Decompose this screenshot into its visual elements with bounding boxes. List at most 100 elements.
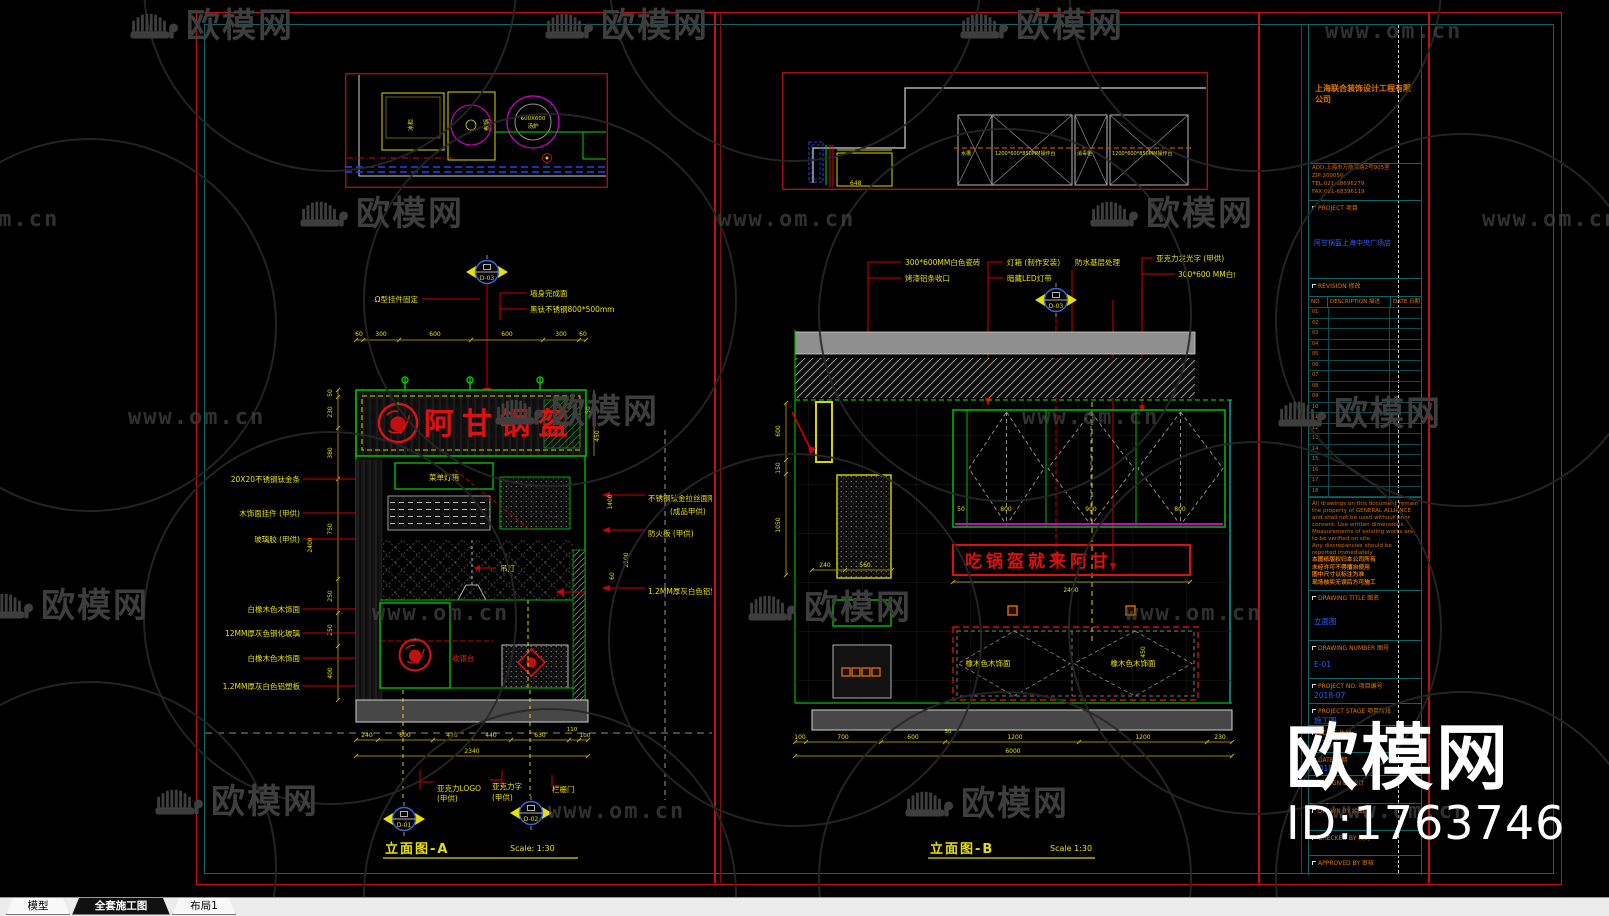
revision-table-header: NO DESCRIPTION 描述 DATE 日期 xyxy=(1311,297,1421,307)
revision-row: 14 xyxy=(1309,443,1421,454)
field-drawing-number: DRAWING NUMBER 图号 E-01 xyxy=(1309,640,1421,678)
svg-text:橡木色木饰面: 橡木色木饰面 xyxy=(966,658,1011,668)
svg-text:800: 800 xyxy=(1000,506,1012,513)
svg-text:50: 50 xyxy=(957,506,965,513)
svg-text:150: 150 xyxy=(775,462,782,474)
svg-text:(甲供): (甲供) xyxy=(492,792,513,802)
callout-d03-b: D-03 xyxy=(1049,303,1064,310)
svg-text:吊灯: 吊灯 xyxy=(500,563,515,573)
svg-text:玻璃胶 (甲供): 玻璃胶 (甲供) xyxy=(254,534,300,544)
plan-a-pot-label: 煮锅 xyxy=(483,119,491,131)
svg-text:410: 410 xyxy=(446,732,458,739)
revision-row: 06 xyxy=(1309,359,1421,370)
svg-text:1200*600*850MM操作台: 1200*600*850MM操作台 xyxy=(1112,150,1172,157)
revision-row: 03 xyxy=(1309,328,1421,339)
svg-text:消毒柜: 消毒柜 xyxy=(1077,150,1092,157)
svg-text:230: 230 xyxy=(1214,734,1226,741)
svg-text:600: 600 xyxy=(429,331,441,338)
plan-view-b: 水槽 1200*600*850MM操作台 消毒柜 1200*600*850MM操… xyxy=(782,72,1208,190)
svg-text:灯箱 (制作安装): 灯箱 (制作安装) xyxy=(1007,257,1060,267)
svg-text:250: 250 xyxy=(327,624,334,636)
svg-text:50: 50 xyxy=(945,729,952,735)
elevation-b-scale: Scale 1:30 xyxy=(1050,844,1092,853)
company-name: 上海联合装饰设计工程有限公司 xyxy=(1315,84,1411,104)
svg-text:2100: 2100 xyxy=(623,552,630,567)
svg-text:2400: 2400 xyxy=(307,537,314,552)
svg-text:汤炉: 汤炉 xyxy=(527,122,539,130)
plan-view-a: 冰柜 煮锅 600X600 汤炉 xyxy=(345,73,608,188)
revision-header: REVISION 修改 xyxy=(1309,278,1421,296)
svg-text:暗藏LED灯带: 暗藏LED灯带 xyxy=(1007,273,1052,283)
svg-text:亚克力发光字 (甲供): 亚克力发光字 (甲供) xyxy=(1156,253,1224,263)
svg-text:300*600MM白色瓷砖: 300*600MM白色瓷砖 xyxy=(905,257,981,267)
svg-text:300*600 MM白色瓷砖: 300*600 MM白色瓷砖 xyxy=(1178,269,1235,279)
tab-model[interactable]: 模型 xyxy=(6,898,70,915)
svg-text:水槽: 水槽 xyxy=(961,150,971,157)
svg-text:600: 600 xyxy=(907,734,919,741)
svg-text:300: 300 xyxy=(375,331,387,338)
svg-text:1400: 1400 xyxy=(607,494,614,509)
callout-d03: D-03 xyxy=(480,275,495,282)
svg-text:Ω型挂件固定: Ω型挂件固定 xyxy=(375,294,419,304)
tab-layout1[interactable]: 布局1 xyxy=(172,898,236,915)
field-approved-by: APPROVED BY 审核 xyxy=(1309,855,1421,875)
revision-row: 18 xyxy=(1309,485,1421,496)
address-section: ADD:上海市万航渡路2号905室 ZIP:200050 TEL:021-686… xyxy=(1309,163,1421,200)
svg-text:防火板 (甲供): 防火板 (甲供) xyxy=(648,528,694,538)
revision-row: 01 xyxy=(1309,307,1421,318)
disclaimer-section: All drawings on this document remain the… xyxy=(1309,497,1421,590)
drawing-canvas[interactable]: 冰柜 煮锅 600X600 汤炉 xyxy=(0,0,1609,897)
callout-d01: D-01 xyxy=(397,822,412,829)
svg-text:450: 450 xyxy=(1140,646,1147,658)
layout-tab-bar: 模型 全套施工图 布局1 xyxy=(0,897,1609,916)
svg-text:橡木色木饰面: 橡木色木饰面 xyxy=(1111,658,1156,668)
revision-row: 05 xyxy=(1309,349,1421,360)
svg-text:栏栅门: 栏栅门 xyxy=(552,784,575,794)
svg-text:白橡木色木饰面: 白橡木色木饰面 xyxy=(248,604,301,614)
svg-text:50: 50 xyxy=(327,389,334,397)
elevation-a-scale: Scale: 1:30 xyxy=(510,844,555,853)
svg-text:450: 450 xyxy=(594,430,601,442)
slogan-text: 吃锅盔就来阿甘 xyxy=(965,551,1112,572)
svg-text:230: 230 xyxy=(327,406,334,418)
revision-row: 13 xyxy=(1309,433,1421,444)
field-drawing-title: DRAWING TITLE 图名 立面图 xyxy=(1309,590,1421,640)
svg-text:(成品甲供): (成品甲供) xyxy=(670,506,706,516)
svg-text:欧模网: 欧模网 xyxy=(41,586,149,626)
svg-text:100: 100 xyxy=(794,734,806,741)
panel-divider-1b xyxy=(720,12,721,883)
plan-b-dim: 648 xyxy=(850,180,862,187)
svg-text:600: 600 xyxy=(399,732,411,739)
svg-text:1050: 1050 xyxy=(775,517,782,532)
svg-text:收银台: 收银台 xyxy=(452,653,475,663)
elevation-a-title: 立面图-A xyxy=(385,841,449,857)
revision-row: 12 xyxy=(1309,422,1421,433)
svg-text:630: 630 xyxy=(534,732,546,739)
svg-text:700: 700 xyxy=(837,734,849,741)
svg-text:750: 750 xyxy=(327,523,334,535)
svg-text:1.2MM厚灰白色铝塑板: 1.2MM厚灰白色铝塑板 xyxy=(223,681,301,691)
panel-divider-1 xyxy=(714,12,716,883)
tab-full-construction-drawings[interactable]: 全套施工图 xyxy=(72,898,170,915)
svg-text:1200: 1200 xyxy=(1135,734,1150,741)
svg-text:烤漆铝条收口: 烤漆铝条收口 xyxy=(905,273,950,283)
field-project-no: PROJECT NO. 项目编号 2018-07 xyxy=(1309,678,1421,703)
revision-row: 08 xyxy=(1309,380,1421,391)
svg-text:6000: 6000 xyxy=(1005,748,1020,755)
svg-text:2340: 2340 xyxy=(464,748,479,755)
revision-row: 02 xyxy=(1309,317,1421,328)
svg-text:不锈钢钛金拉丝面阳角条: 不锈钢钛金拉丝面阳角条 xyxy=(648,493,712,503)
svg-text:菜单灯箱: 菜单灯箱 xyxy=(429,472,459,482)
svg-text:440: 440 xyxy=(485,732,497,739)
svg-text:1200: 1200 xyxy=(1007,734,1022,741)
svg-text:亚克力字: 亚克力字 xyxy=(492,781,522,791)
elevation-b-title: 立面图-B xyxy=(930,841,994,857)
project-section: PROJECT 项目 阿甘锅盔上海中央广场店 xyxy=(1309,200,1421,278)
panel-divider-2 xyxy=(1258,12,1260,883)
project-name: 阿甘锅盔上海中央广场店 xyxy=(1314,239,1391,247)
svg-text:380: 380 xyxy=(327,447,334,459)
svg-text:20X20不锈钢钛金条: 20X20不锈钢钛金条 xyxy=(231,474,301,484)
svg-text:240: 240 xyxy=(361,732,373,739)
revision-row: 07 xyxy=(1309,370,1421,381)
